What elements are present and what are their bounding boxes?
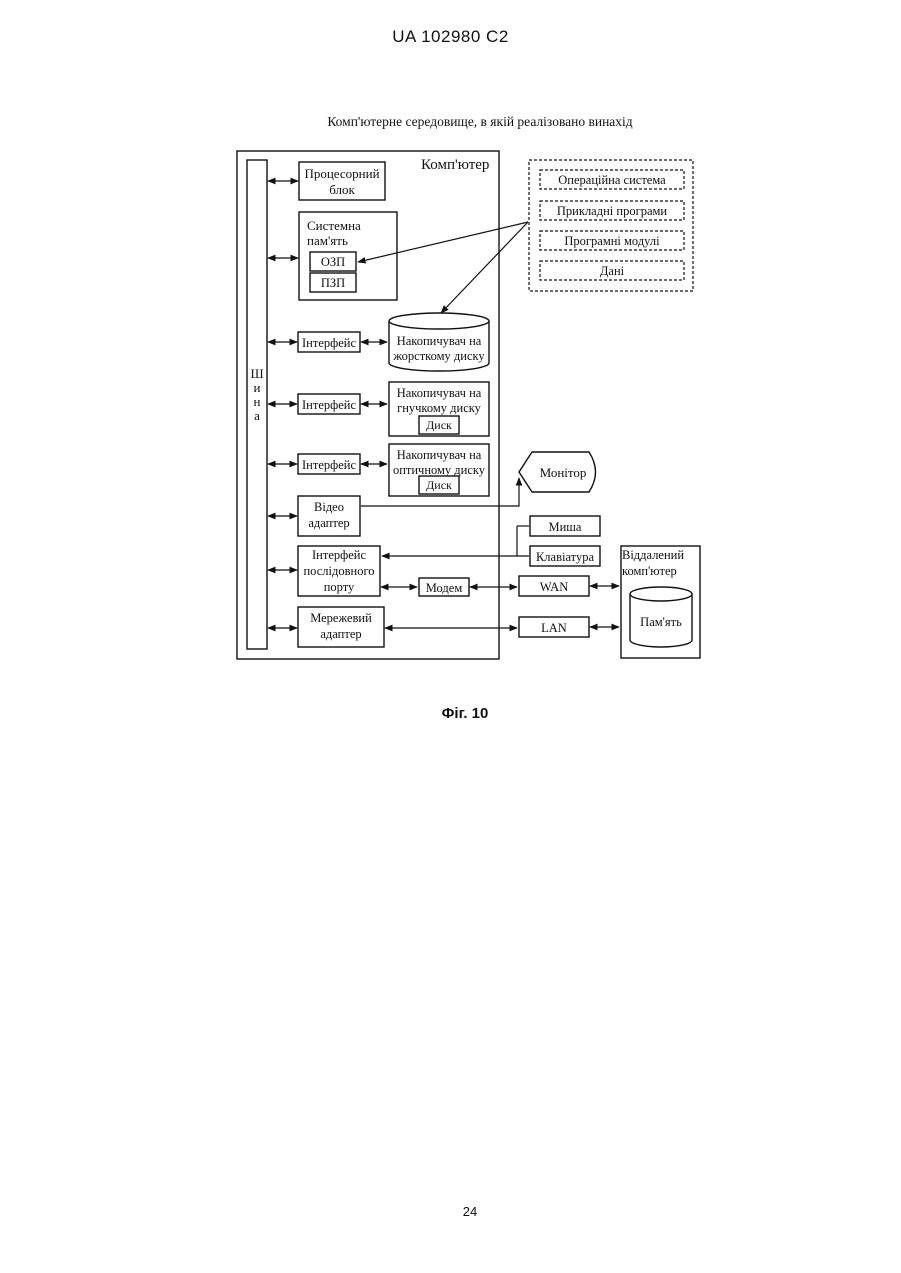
- fdd-label-line2: гнучкому диску: [397, 401, 482, 415]
- hdd-label-line2: жорсткому диску: [392, 349, 485, 363]
- fdd-disk-label: Диск: [426, 418, 452, 432]
- software-item-os: Операційна система: [558, 173, 666, 187]
- monitor-label: Монітор: [540, 465, 587, 480]
- network-adapter-label-line2: адаптер: [320, 627, 361, 641]
- ram-label: ОЗП: [321, 255, 345, 269]
- video-adapter-label-line2: адаптер: [308, 516, 349, 530]
- bus-letter-3: н: [254, 394, 261, 409]
- mouse-label: Миша: [549, 520, 582, 534]
- odd-label-line2: оптичному диску: [393, 463, 486, 477]
- remote-memory-label: Пам'ять: [640, 615, 682, 629]
- serial-port-label-line3: порту: [324, 580, 355, 594]
- rom-label: ПЗП: [321, 276, 345, 290]
- bus-letter-1: Ш: [250, 366, 263, 381]
- processor-label-line2: блок: [329, 182, 355, 197]
- fdd-label-line1: Накопичувач на: [397, 386, 482, 400]
- software-item-data: Дані: [600, 264, 625, 278]
- keyboard-label: Клавіатура: [536, 550, 595, 564]
- hdd-interface-label: Інтерфейс: [302, 336, 356, 350]
- wan-label: WAN: [540, 580, 568, 594]
- remote-computer-label-line2: комп'ютер: [622, 564, 677, 578]
- software-item-modules: Програмні модулі: [564, 234, 660, 248]
- hdd-label-line1: Накопичувач на: [397, 334, 482, 348]
- serial-port-label-line2: послідовного: [303, 564, 374, 578]
- modem-label: Модем: [426, 581, 463, 595]
- bus-letter-2: и: [254, 380, 261, 395]
- odd-label-line1: Накопичувач на: [397, 448, 482, 462]
- processor-label-line1: Процесорний: [304, 166, 379, 181]
- system-memory-label-line1: Системна: [307, 218, 361, 233]
- fdd-interface-label: Інтерфейс: [302, 398, 356, 412]
- page-number: 24: [0, 1204, 901, 1219]
- video-adapter-label-line1: Відео: [314, 500, 344, 514]
- figure-caption: Фіг. 10: [0, 705, 901, 722]
- network-adapter-label-line1: Мережевий: [310, 611, 372, 625]
- diagram-title: Комп'ютерне середовище, в якій реалізова…: [327, 114, 632, 129]
- system-memory-label-line2: пам'ять: [307, 233, 348, 248]
- software-item-apps: Прикладні програми: [557, 204, 667, 218]
- remote-computer-label-line1: Віддалений: [622, 548, 684, 562]
- odd-interface-label: Інтерфейс: [302, 458, 356, 472]
- bus-letter-4: а: [254, 408, 260, 423]
- lan-label: LAN: [541, 621, 567, 635]
- odd-disk-label: Диск: [426, 478, 452, 492]
- serial-port-label-line1: Інтерфейс: [312, 548, 366, 562]
- computer-label: Комп'ютер: [421, 157, 489, 173]
